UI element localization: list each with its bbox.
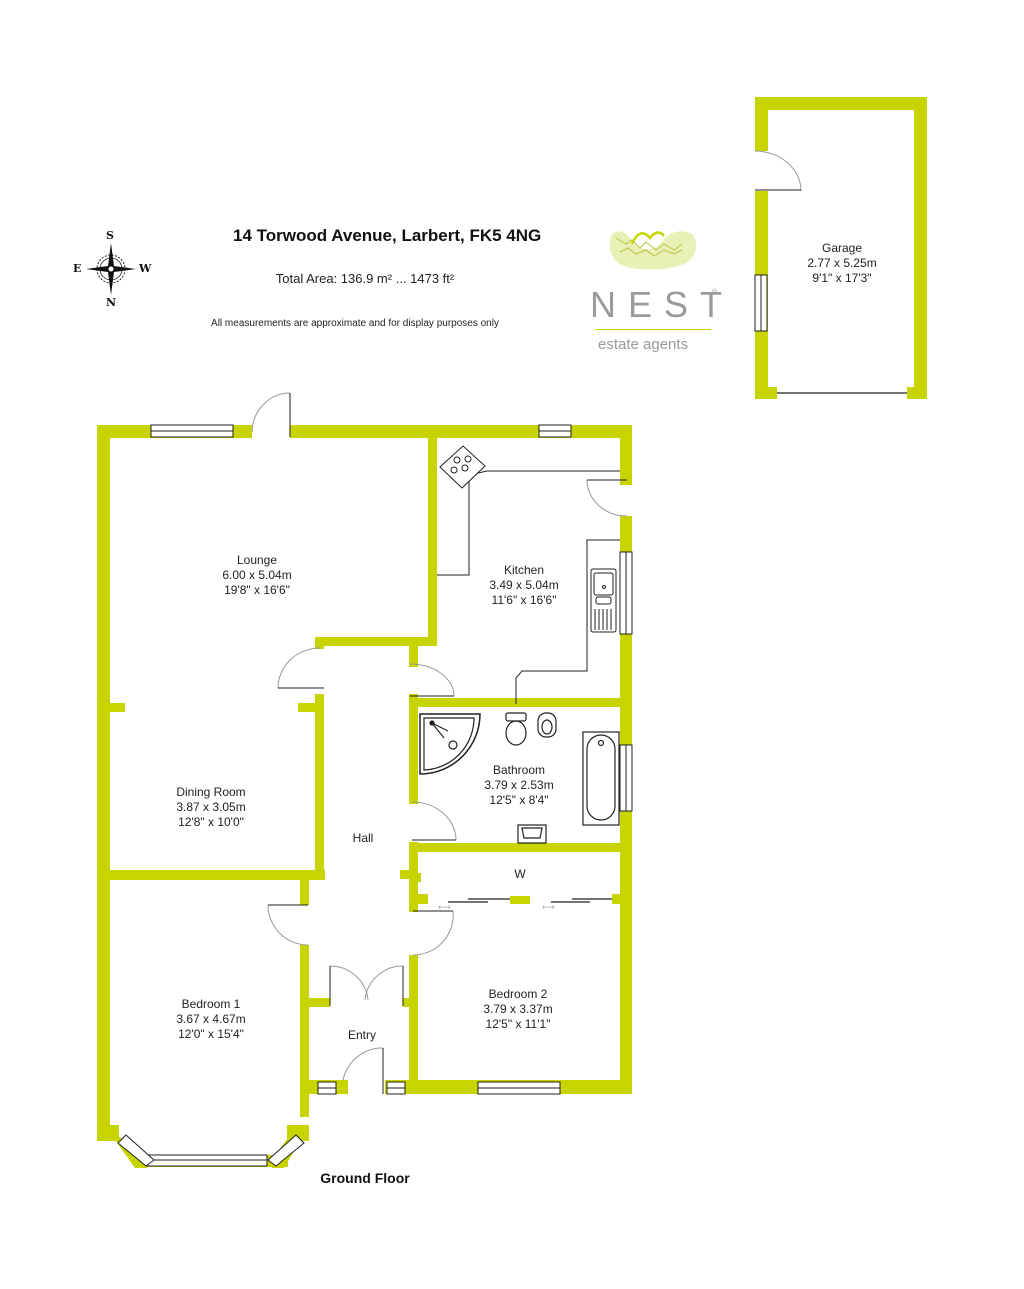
room-name: Hall [352, 831, 374, 845]
room-imperial: 12'5" x 11'1" [485, 1017, 551, 1031]
compass-icon [86, 243, 136, 295]
front-door-icon [342, 1047, 384, 1081]
room-imperial: 12'5" x 8'4" [489, 793, 549, 807]
bay-window-left-icon [117, 1134, 155, 1167]
compass-south-label: S [106, 229, 114, 242]
entry-inner-door-left-icon [329, 965, 369, 1001]
room-label-bathroom: Bathroom 3.79 x 2.53m 12'5" x 8'4" [439, 763, 599, 808]
wardrobe-sliding-doors-icon: ⟷ ⟷ [438, 898, 612, 913]
shower-icon [419, 713, 481, 775]
bathroom-fixtures [419, 712, 620, 844]
nest-logo-icon [609, 231, 697, 270]
room-name: Entry [347, 1028, 376, 1042]
room-label-hall: Hall [283, 831, 443, 846]
bidet-icon [537, 712, 557, 738]
logo-brand: NEST [590, 284, 735, 325]
room-name: Bathroom [492, 763, 546, 777]
room-name: Bedroom 1 [181, 997, 241, 1011]
room-name: Garage [821, 241, 863, 255]
room-label-wardrobe: W [440, 867, 600, 882]
kitchen-fixtures [437, 445, 620, 704]
logo-tagline: estate agents [598, 336, 689, 353]
kitchen-sink-icon [590, 568, 617, 633]
room-imperial: 12'0" x 15'4" [178, 1027, 244, 1041]
room-imperial: 19'8" x 16'6" [224, 583, 290, 597]
room-metric: 3.79 x 3.37m [483, 1002, 553, 1016]
room-imperial: 9'1" x 17'3" [812, 271, 872, 285]
room-name: Kitchen [503, 563, 545, 577]
bath-icon [582, 731, 620, 826]
room-label-kitchen: Kitchen 3.49 x 5.04m 11'6" x 16'6" [444, 563, 604, 608]
toilet-icon [505, 712, 527, 746]
room-label-dining-room: Dining Room 3.87 x 3.05m 12'8" x 10'0" [131, 785, 291, 830]
room-name: Bedroom 2 [488, 987, 548, 1001]
garage-window-icon [754, 274, 768, 332]
doors [251, 392, 628, 1094]
kitchen-hall-door-icon [409, 663, 455, 697]
room-metric: 2.77 x 5.25m [807, 256, 877, 270]
lounge-external-door-icon [251, 392, 291, 433]
logo-divider [595, 329, 711, 330]
kitchen-worktop-left [437, 470, 620, 576]
kitchen-external-door-icon [586, 479, 628, 517]
room-imperial: 12'8" x 10'0" [178, 815, 244, 829]
disclaimer: All measurements are approximate and for… [211, 318, 499, 329]
room-name: W [514, 867, 526, 881]
room-label-bedroom-1: Bedroom 1 3.67 x 4.67m 12'0" x 15'4" [131, 997, 291, 1042]
garage-walls [755, 97, 927, 399]
svg-text:⟷: ⟷ [438, 903, 451, 913]
windows [117, 424, 633, 1167]
floor-label: Ground Floor [320, 1170, 410, 1186]
bathroom-door-icon [411, 801, 457, 841]
bedroom1-door-icon [267, 904, 309, 946]
garage-door-swing-icon [754, 150, 802, 192]
logo-registered-mark: ® [712, 289, 718, 296]
hob-icon [439, 445, 486, 489]
bay-window-right-icon [267, 1134, 305, 1167]
total-area: Total Area: 136.9 m² ... 1473 ft² [275, 271, 455, 286]
room-label-bedroom-2: Bedroom 2 3.79 x 3.37m 12'5" x 11'1" [438, 987, 598, 1032]
room-metric: 3.79 x 2.53m [484, 778, 554, 792]
room-label-entry: Entry [282, 1028, 442, 1043]
compass-east-label: E [73, 262, 82, 275]
room-metric: 6.00 x 5.04m [222, 568, 292, 582]
room-metric: 3.67 x 4.67m [176, 1012, 246, 1026]
kitchen-worktop-right [515, 539, 620, 704]
compass-north-label: N [106, 296, 117, 309]
room-label-garage: Garage 2.77 x 5.25m 9'1" x 17'3" [762, 241, 922, 286]
entry-inner-door-right-icon [364, 965, 404, 1001]
property-address-title: 14 Torwood Avenue, Larbert, FK5 4NG [233, 226, 542, 245]
room-metric: 3.49 x 5.04m [489, 578, 559, 592]
room-metric: 3.87 x 3.05m [176, 800, 246, 814]
room-imperial: 11'6" x 16'6" [491, 593, 557, 607]
room-name: Lounge [236, 553, 278, 567]
room-name: Dining Room [176, 785, 246, 799]
lounge-hall-door-icon [277, 647, 321, 689]
bedroom2-door-icon [412, 910, 454, 956]
room-label-lounge: Lounge 6.00 x 5.04m 19'8" x 16'6" [177, 553, 337, 598]
svg-text:⟷: ⟷ [542, 903, 555, 913]
compass-west-label: W [139, 262, 152, 275]
wash-basin-icon [517, 824, 547, 844]
